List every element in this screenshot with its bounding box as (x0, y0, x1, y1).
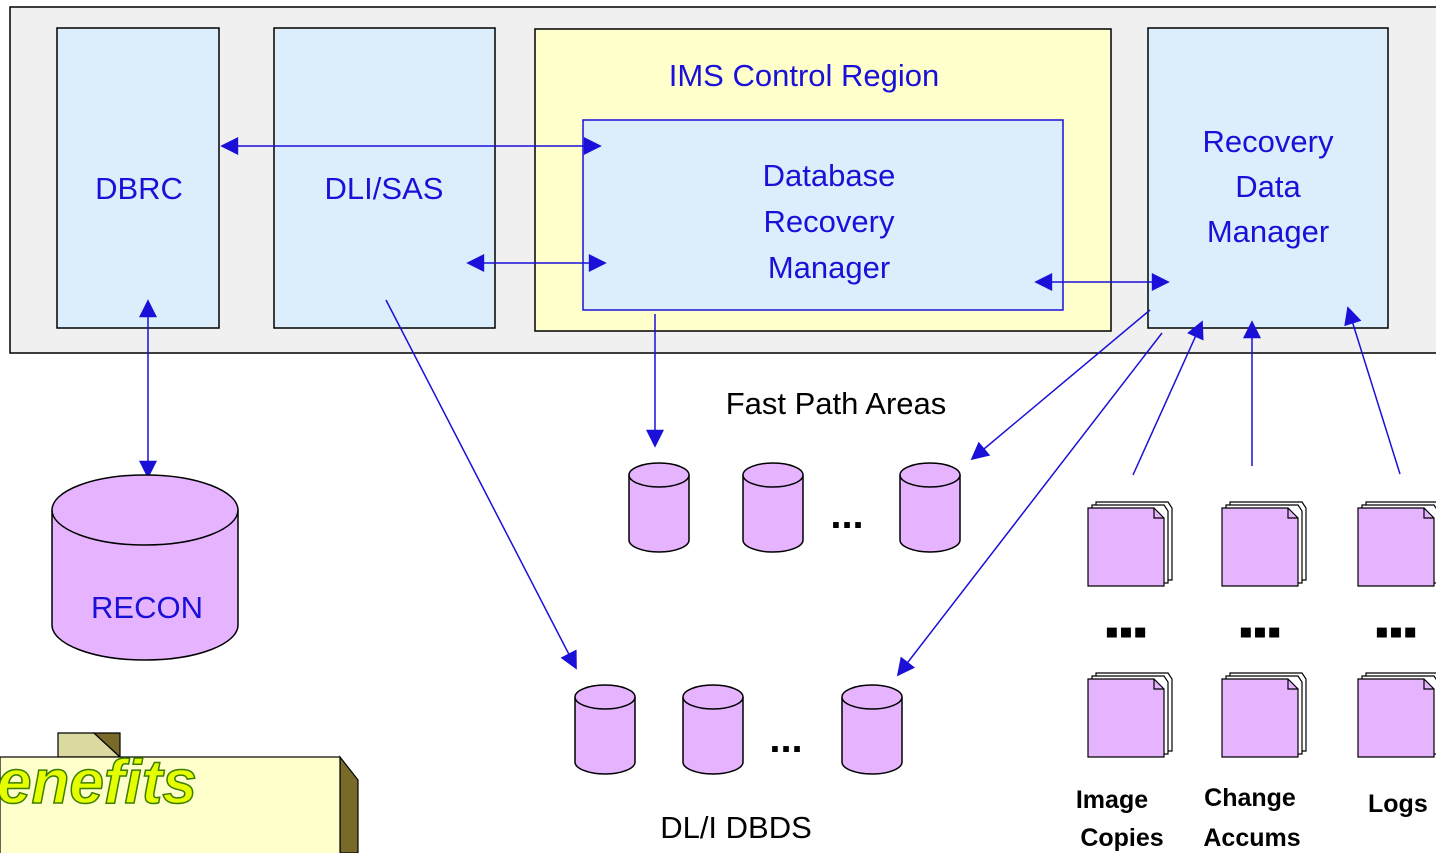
recovery-data-manager-box: Recovery Data Manager (1147, 27, 1389, 329)
recovery-data-manager-line-2: Data (1235, 169, 1301, 204)
image-copies-document-1 (1087, 501, 1173, 587)
recovery-data-manager-line-1: Recovery (1203, 124, 1334, 159)
recon-cylinder: RECON (51, 474, 239, 661)
benefits-text: enefits (0, 748, 197, 817)
image-copies-document-2 (1087, 672, 1173, 758)
recovery-data-manager-line-3: Manager (1207, 214, 1329, 249)
arrow-imagecopies-to-rdm (1132, 320, 1204, 476)
change-accums-ellipsis: ▪▪▪ (1239, 610, 1282, 654)
ims-control-region-label: IMS Control Region (669, 58, 940, 93)
change-accums-document-2 (1221, 672, 1307, 758)
dbrc-box: DBRC (56, 27, 220, 329)
dbds-ellipsis: ... (769, 717, 802, 761)
database-recovery-manager-line-3: Manager (768, 250, 890, 285)
benefits-callout: enefits (0, 732, 359, 853)
image-copies-ellipsis: ▪▪▪ (1105, 610, 1148, 654)
database-recovery-manager-line-1: Database (763, 158, 896, 193)
ims-control-region: IMS Control Region Database Recovery Man… (534, 28, 1112, 332)
dli-sas-label: DLI/SAS (325, 171, 444, 206)
image-copies-line-1: Image (1076, 786, 1148, 814)
fastpath-cylinder-1 (628, 462, 690, 553)
dli-sas-box: DLI/SAS (273, 27, 496, 329)
logs-label: Logs (1368, 790, 1428, 818)
recon-label: RECON (91, 590, 203, 625)
image-copies-line-2: Copies (1080, 824, 1163, 852)
dbrc-label: DBRC (95, 171, 183, 206)
logs-ellipsis: ▪▪▪ (1375, 610, 1418, 654)
dbds-cylinder-3 (841, 684, 903, 775)
logs-document-1 (1357, 501, 1436, 587)
fastpath-cylinder-2 (742, 462, 804, 553)
arrow-rdm-to-dbds (896, 332, 1163, 677)
change-accums-line-2: Accums (1203, 824, 1300, 852)
arrow-logs-to-rdm (1344, 306, 1401, 475)
dli-dbds-label: DL/I DBDS (660, 810, 812, 845)
dbds-cylinder-2 (682, 684, 744, 775)
database-recovery-manager-box (582, 119, 1064, 311)
arrow-rdm-to-fastpath (970, 309, 1151, 461)
fastpath-cylinder-3 (899, 462, 961, 553)
arrow-dlisas-to-dbds (385, 299, 577, 670)
change-accums-line-1: Change (1204, 784, 1296, 812)
dbds-cylinder-1 (574, 684, 636, 775)
fastpath-ellipsis: ... (830, 493, 863, 537)
database-recovery-manager-line-2: Recovery (764, 204, 895, 239)
change-accums-document-1 (1221, 501, 1307, 587)
fast-path-areas-label: Fast Path Areas (726, 386, 947, 421)
logs-document-2 (1357, 672, 1436, 758)
